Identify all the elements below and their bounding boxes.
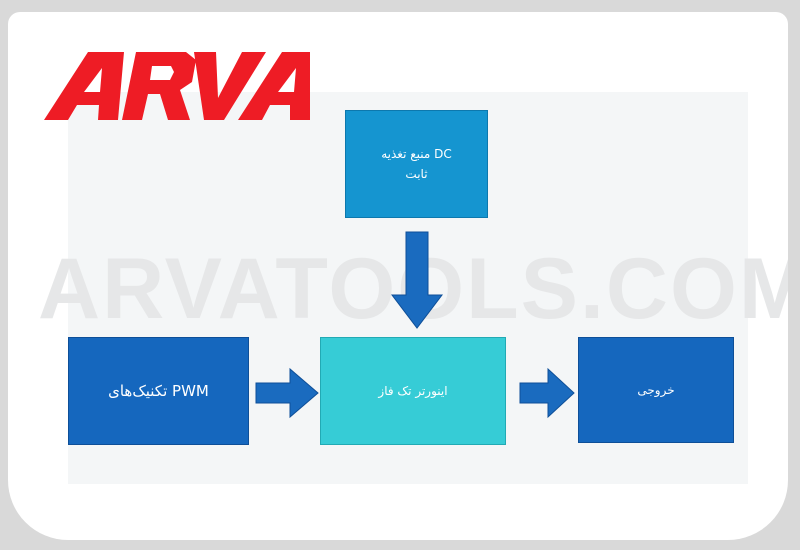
dc-source-label-line1: منبع تغذیه DC (381, 147, 452, 161)
pwm-techniques-label: تکنیک‌های PWM (108, 382, 209, 400)
inverter-label: اینورتر تک فاز (378, 384, 448, 398)
arrow-right-pwm-icon (255, 367, 319, 419)
image-frame: ARVATOOLS.COM منبع تغذیه DC ثابت تکنیک‌ه… (8, 12, 788, 540)
connector-arrows (255, 231, 575, 419)
arva-logo (44, 52, 310, 120)
pwm-techniques-box: تکنیک‌های PWM (68, 337, 249, 445)
output-box: خروجی (578, 337, 734, 443)
arrow-down-icon (390, 231, 444, 329)
dc-source-label-line2: ثابت (405, 167, 428, 181)
output-label: خروجی (637, 383, 675, 397)
arrow-right-output-icon (519, 367, 575, 419)
dc-source-box: منبع تغذیه DC ثابت (345, 110, 488, 218)
inverter-box: اینورتر تک فاز (320, 337, 506, 445)
